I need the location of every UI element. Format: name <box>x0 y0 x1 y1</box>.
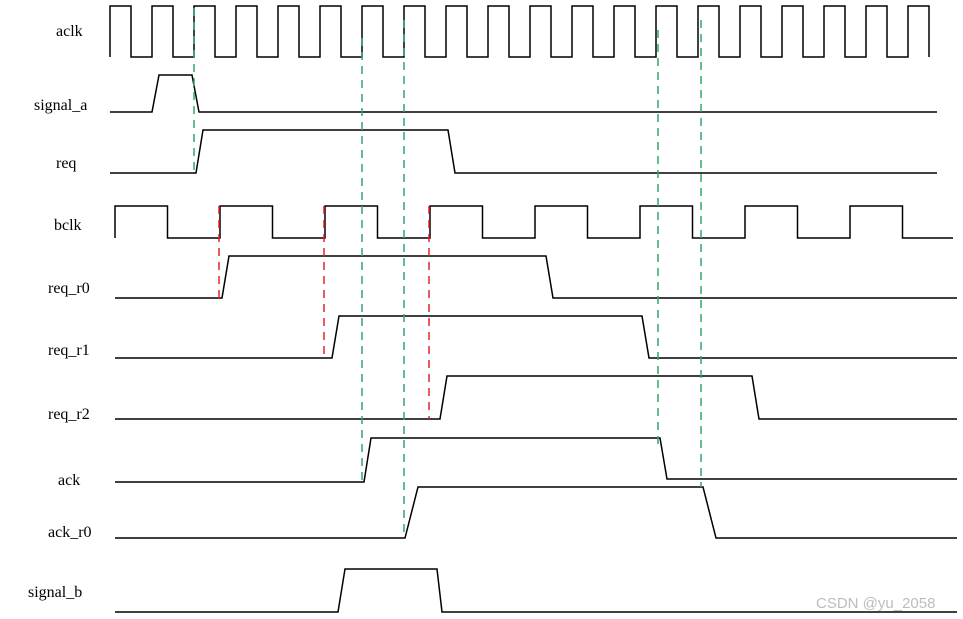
label-req-r2: req_r2 <box>48 406 90 423</box>
waveforms <box>109 5 957 613</box>
wave-req <box>110 129 937 174</box>
label-ack-r0: ack_r0 <box>48 524 92 541</box>
wave-signal-b <box>115 568 957 613</box>
wave-bclk <box>114 205 953 239</box>
wave-req-r1 <box>115 315 957 359</box>
wave-req-r0 <box>115 255 957 299</box>
wave-ack-r0 <box>115 486 957 539</box>
label-req-r1: req_r1 <box>48 342 90 359</box>
green-sync-guides <box>193 8 702 538</box>
label-bclk: bclk <box>54 217 82 234</box>
watermark-text: CSDN @yu_2058 <box>816 595 935 612</box>
label-ack: ack <box>58 472 80 489</box>
label-req-r0: req_r0 <box>48 280 90 297</box>
label-signal-b: signal_b <box>28 584 82 601</box>
wave-req-r2 <box>115 375 957 420</box>
label-aclk: aclk <box>56 23 83 40</box>
label-req: req <box>56 155 76 172</box>
wave-ack <box>115 437 957 483</box>
wave-aclk <box>109 5 930 58</box>
wave-signal-a <box>110 74 937 113</box>
red-edge-guides <box>218 206 430 419</box>
signal-labels: aclk signal_a req bclk req_r0 req_r1 req… <box>28 23 92 601</box>
label-signal-a: signal_a <box>34 97 87 114</box>
